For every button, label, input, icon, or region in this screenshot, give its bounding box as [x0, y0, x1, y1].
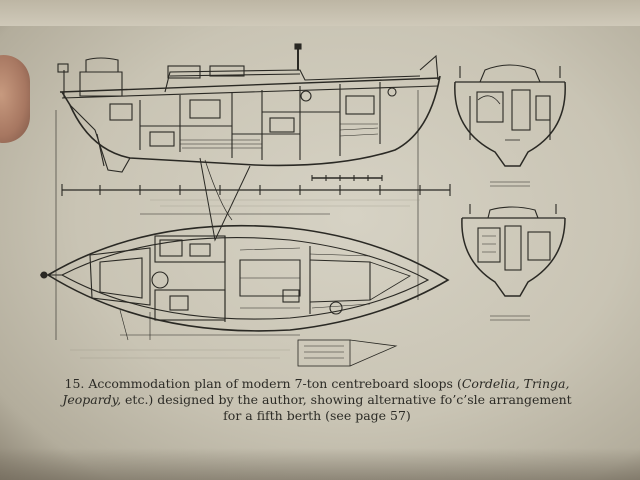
figure-number: 15.: [64, 376, 85, 391]
caption-text-3: etc.) designed by the author, showing al…: [121, 392, 572, 423]
caption-italic-2: Jeopardy,: [62, 392, 122, 407]
figure-caption: 15. Accommodation plan of modern 7-ton c…: [52, 376, 582, 424]
caption-italic-1: Cordelia, Tringa,: [461, 376, 570, 391]
station-line: [55, 90, 451, 340]
print-through: [70, 199, 420, 359]
thumb: [0, 55, 30, 143]
caption-text-1: Accommodation plan of modern 7-ton centr…: [84, 376, 462, 391]
bottom-shadow: [0, 448, 640, 480]
plan-view: [40, 213, 450, 367]
section-bottom: [461, 204, 566, 321]
profile-elevation: [57, 43, 441, 242]
page-top-fold: [0, 0, 640, 26]
section-top: [454, 64, 566, 187]
